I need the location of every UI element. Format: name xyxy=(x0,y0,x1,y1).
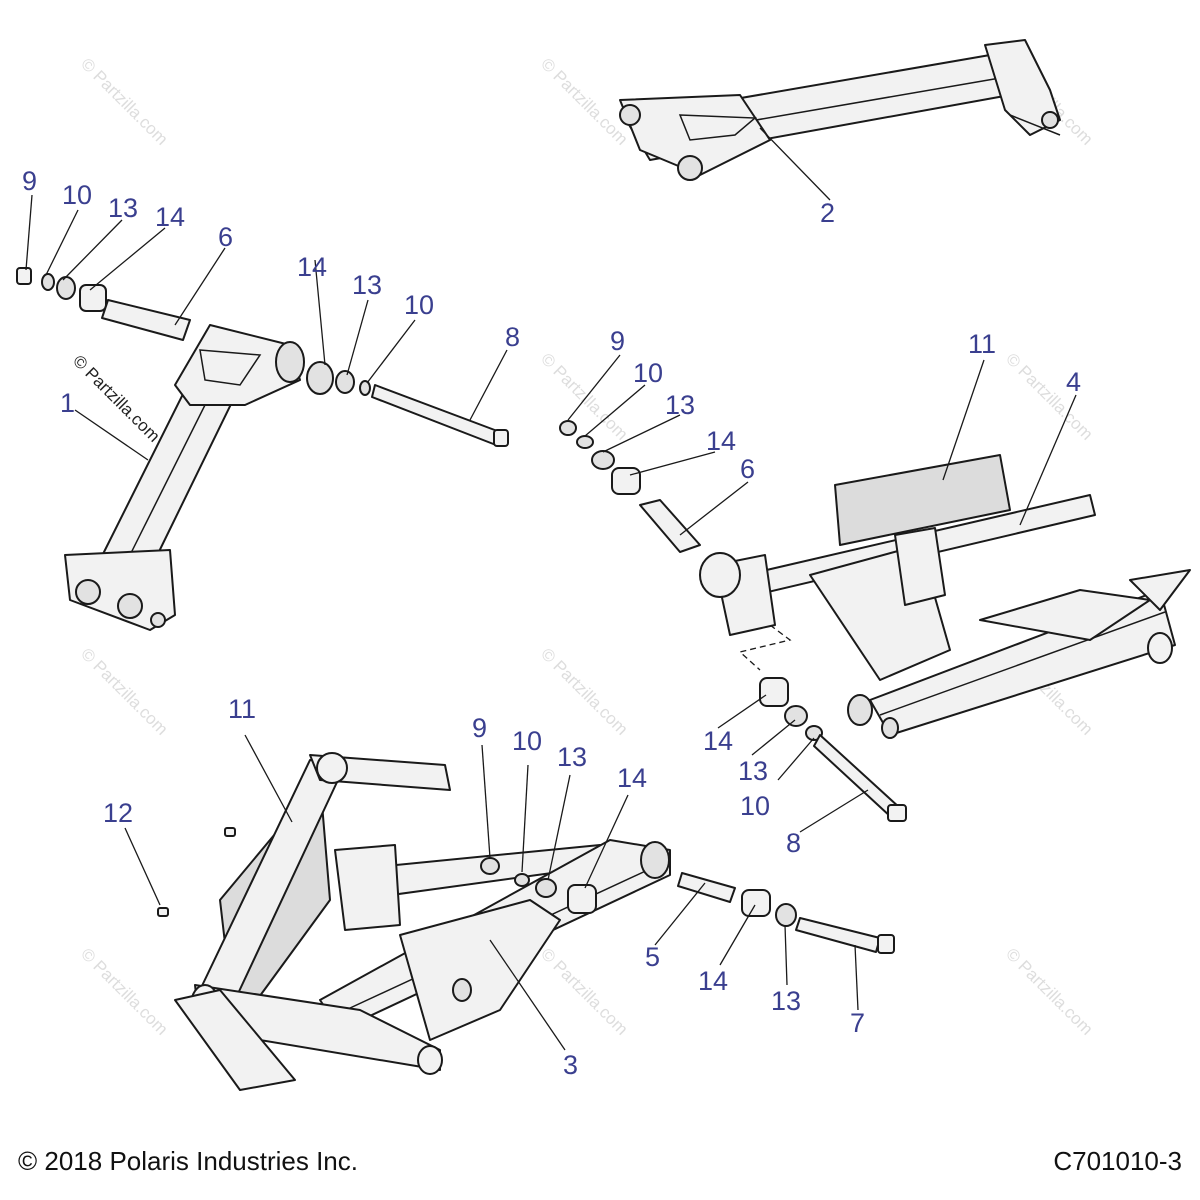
callout-part-14: 14 xyxy=(703,726,733,756)
callout-part-10: 10 xyxy=(404,290,434,320)
watermark: © Partzilla.com xyxy=(537,54,631,148)
callout-part-10: 10 xyxy=(633,358,663,388)
callout-part-6: 6 xyxy=(218,222,233,252)
watermark: © Partzilla.com xyxy=(77,944,171,1038)
drawing-number: C701010-3 xyxy=(1053,1146,1182,1176)
watermark: © Partzilla.com xyxy=(537,944,631,1038)
callout-part-10: 10 xyxy=(512,726,542,756)
watermark: © Partzilla.com xyxy=(1002,944,1096,1038)
callout-part-9: 9 xyxy=(472,713,487,743)
part-upper-right-arm xyxy=(619,39,1061,181)
copyright-notice: © 2018 Polaris Industries Inc. xyxy=(18,1146,358,1176)
watermark: © Partzilla.com xyxy=(77,644,171,738)
callout-part-13: 13 xyxy=(738,756,768,786)
callout-part-4: 4 xyxy=(1066,367,1081,397)
callout-labels: 9 10 13 14 6 1 14 13 10 8 2 9 10 13 14 6… xyxy=(22,166,1081,1080)
callout-part-11: 11 xyxy=(968,329,996,359)
hardware-lower-middle xyxy=(157,827,895,954)
watermark-main: © Partzilla.com xyxy=(69,351,163,445)
callout-part-13: 13 xyxy=(352,270,382,300)
callout-part-7: 7 xyxy=(850,1008,865,1038)
callout-part-3: 3 xyxy=(563,1050,578,1080)
callout-part-8: 8 xyxy=(786,828,801,858)
hardware-middle-chain xyxy=(559,420,792,671)
callout-part-9: 9 xyxy=(610,326,625,356)
watermark: © Partzilla.com xyxy=(537,644,631,738)
callout-part-13: 13 xyxy=(771,986,801,1016)
callout-part-1: 1 xyxy=(60,388,75,418)
callout-part-14: 14 xyxy=(698,966,728,996)
callout-part-13: 13 xyxy=(108,193,138,223)
hardware-lower-right xyxy=(759,677,907,822)
watermark: © Partzilla.com xyxy=(537,349,631,443)
callout-part-12: 12 xyxy=(103,798,133,828)
watermark: © Partzilla.com xyxy=(77,54,171,148)
callout-part-14: 14 xyxy=(155,202,185,232)
part-lower-left-frame xyxy=(174,752,671,1091)
callout-part-13: 13 xyxy=(665,390,695,420)
part-upper-left-arm xyxy=(64,324,305,631)
callout-part-8: 8 xyxy=(505,322,520,352)
callout-part-10: 10 xyxy=(740,791,770,821)
watermark: © Partzilla.com xyxy=(1002,349,1096,443)
callout-part-13: 13 xyxy=(557,742,587,772)
callout-part-14: 14 xyxy=(706,426,736,456)
callout-part-5: 5 xyxy=(645,942,660,972)
callout-part-10: 10 xyxy=(62,180,92,210)
callout-part-14: 14 xyxy=(297,252,327,282)
part-lower-right-frame xyxy=(699,454,1191,739)
callout-part-9: 9 xyxy=(22,166,37,196)
leader-lines xyxy=(25,127,1077,1051)
hardware-upper-left xyxy=(16,267,509,447)
callout-part-14: 14 xyxy=(617,763,647,793)
callout-part-2: 2 xyxy=(820,198,835,228)
callout-part-11: 11 xyxy=(228,694,256,724)
callout-part-6: 6 xyxy=(740,454,755,484)
